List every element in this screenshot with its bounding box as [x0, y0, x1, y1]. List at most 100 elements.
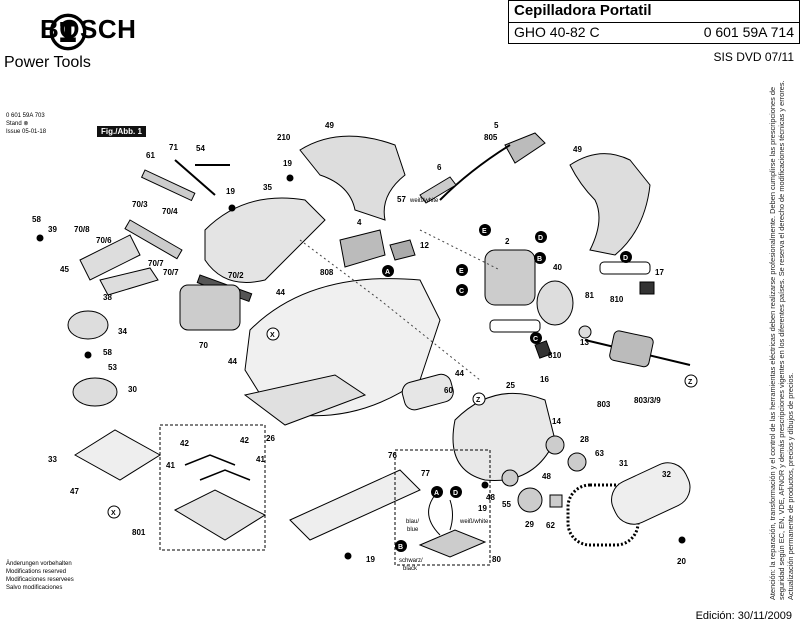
part-label-810: 810 [610, 295, 624, 304]
part-label-33: 33 [48, 455, 57, 464]
part-label-41: 41 [166, 461, 175, 470]
wire-label-black: schwarz/ [399, 558, 423, 564]
chip-tray-801 [173, 489, 267, 541]
changes-note-line: Änderungen vorbehalten [6, 561, 72, 567]
callout-b-marker [534, 252, 546, 264]
callout-x-marker [107, 505, 121, 519]
part-label-80: 80 [492, 555, 501, 564]
callout-z-marker [684, 374, 698, 388]
hex-key-71 [174, 159, 216, 196]
part-label-12: 12 [420, 241, 429, 250]
fan-ring-40 [536, 280, 574, 326]
callout-x: X [111, 510, 116, 517]
drawing-reference: 0 601 59A 703 Stand ⊗ Issue 05-01-18 [6, 113, 47, 135]
callout-e: E [459, 268, 464, 275]
bracket-70-6 [79, 234, 141, 281]
changes-note: Änderungen vorbehalten Modifications res… [6, 560, 74, 592]
callout-d: D [623, 255, 628, 262]
part-label-70-7: 70/7 [148, 259, 164, 268]
part-label-49: 49 [325, 121, 334, 130]
brand-subtitle: Power Tools [4, 54, 91, 71]
part-label-31: 31 [619, 459, 628, 468]
brush-16 [489, 319, 541, 333]
part-label-19: 19 [226, 187, 235, 196]
screw-58 [36, 234, 44, 242]
bracket-62 [549, 494, 563, 508]
callout-b-marker [395, 540, 407, 552]
callout-c-marker [456, 284, 468, 296]
part-label-808: 808 [320, 268, 334, 277]
callout-e: E [482, 228, 487, 235]
spring-38 [99, 267, 159, 296]
part-label-45: 45 [60, 265, 69, 274]
part-label-35: 35 [263, 183, 272, 192]
wire-label-blue: blau/ [406, 519, 419, 525]
handle-part-49 [299, 135, 406, 221]
callout-z: Z [476, 397, 481, 404]
base-plate-33 [74, 429, 161, 481]
document-code: SIS DVD 07/11 [713, 50, 794, 64]
part-label-28: 28 [580, 435, 589, 444]
drum-60 [401, 373, 454, 411]
part-label-47: 47 [70, 487, 79, 496]
bearing-13 [578, 325, 592, 339]
brush-810 [639, 281, 655, 295]
cable-sleeve-6 [419, 176, 457, 204]
screw-19 [286, 174, 294, 182]
callout-x: X [270, 332, 275, 339]
brush-17 [599, 261, 651, 275]
guide-rail-61 [140, 169, 196, 202]
part-label-30: 30 [128, 385, 137, 394]
part-label-70-8: 70/8 [74, 225, 90, 234]
switch-4 [339, 229, 386, 268]
part-label-60: 60 [444, 386, 453, 395]
part-label-19: 19 [283, 159, 292, 168]
callout-c-marker [530, 332, 542, 344]
depth-knob-34 [67, 310, 109, 340]
washer-55 [501, 469, 519, 487]
part-label-55: 55 [502, 500, 511, 509]
part-label-38: 38 [103, 293, 112, 302]
callout-a-marker [431, 486, 443, 498]
motor-cover-35 [204, 197, 326, 283]
belt-cover-25 [452, 392, 556, 481]
part-label-13: 13 [580, 338, 589, 347]
part-label-71: 71 [169, 143, 178, 152]
changes-note-line: Modificaciones reservees [6, 577, 74, 583]
part-label-70-6: 70/6 [96, 236, 112, 245]
part-label-44: 44 [228, 357, 237, 366]
part-label-25: 25 [506, 381, 515, 390]
part-label-70: 70 [199, 341, 208, 350]
part-label-39: 39 [48, 225, 57, 234]
leader-lines [299, 229, 501, 381]
part-label-2: 2 [505, 237, 510, 246]
carbon-16 [534, 340, 552, 359]
callout-z: Z [688, 379, 693, 386]
part-label-801: 801 [132, 528, 146, 537]
part-label-5: 5 [494, 121, 499, 130]
part-label-19: 19 [478, 504, 487, 513]
part-label-70-3: 70/3 [132, 200, 148, 209]
part-label-53: 53 [108, 363, 117, 372]
adjust-ring-30 [72, 377, 118, 407]
figure-label: Fig./Abb. 1 [97, 126, 146, 137]
screw-20 [678, 536, 686, 544]
wire-blue [428, 494, 441, 536]
callout-d-marker [535, 231, 547, 243]
part-label-29: 29 [525, 520, 534, 529]
part-label-70-4: 70/4 [162, 207, 178, 216]
clip-42 [199, 469, 251, 481]
screw-19c [481, 481, 489, 489]
callout-d-marker [620, 251, 632, 263]
part-label-32: 32 [662, 470, 671, 479]
callout-e-marker [456, 264, 468, 276]
part-label-42: 42 [180, 439, 189, 448]
handle-part-49-right [569, 153, 651, 256]
wire-white [449, 499, 453, 531]
part-label-48: 48 [542, 472, 551, 481]
part-label-16: 16 [540, 375, 549, 384]
pulley-14 [545, 435, 565, 455]
slide-plate-70-3 [124, 219, 183, 260]
title-block-divider [508, 22, 800, 23]
part-label-14: 14 [552, 417, 561, 426]
